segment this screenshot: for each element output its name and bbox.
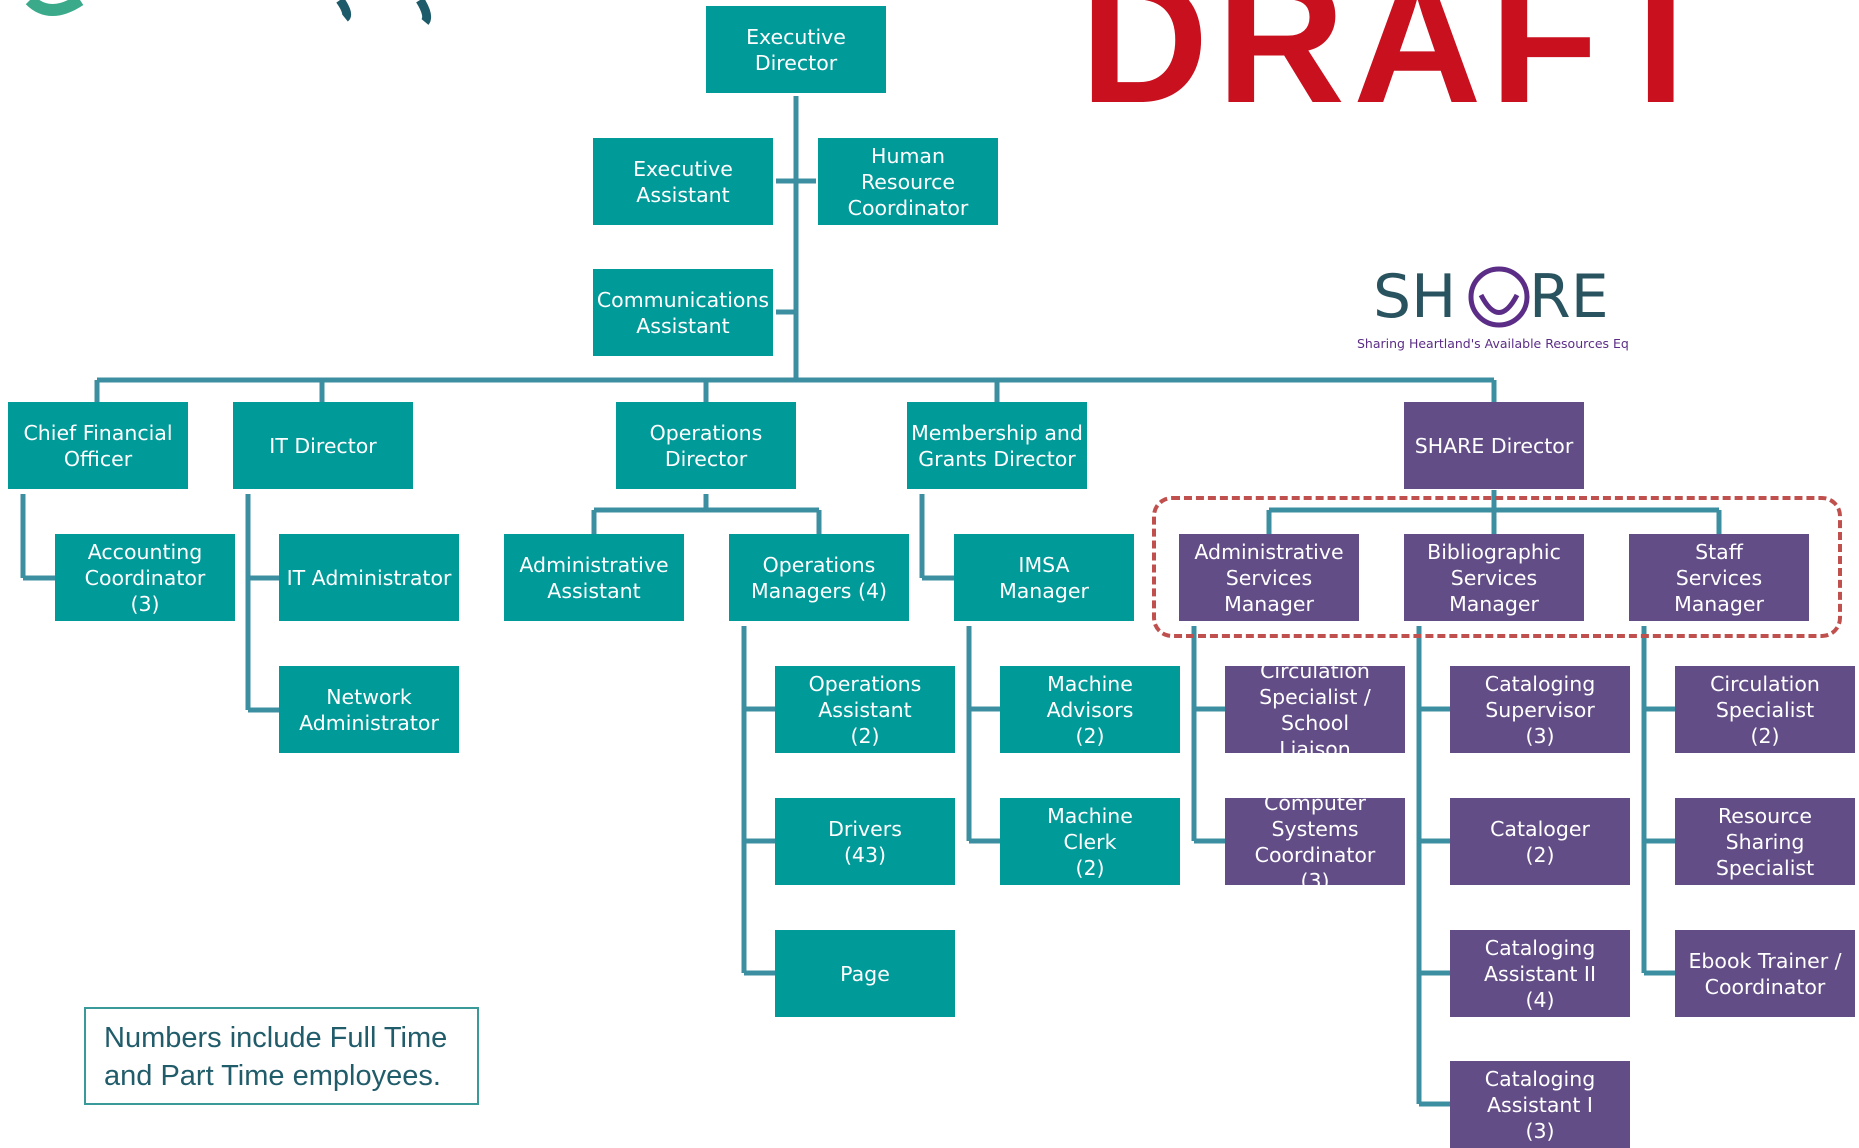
node-cataloging-assistant-1: Cataloging Assistant I (3) [1450,1061,1630,1148]
node-operations-director: Operations Director [616,402,796,489]
share-logo-tagline: Sharing Heartland's Available Resources … [1357,336,1629,351]
share-logo: SH RE Sharing Heartland's Available Reso… [1357,262,1629,351]
node-executive-assistant: Executive Assistant [593,138,773,225]
node-circulation-specialist: Circulation Specialist (2) [1675,666,1855,753]
node-administrative-assistant: Administrative Assistant [504,534,684,621]
node-it-administrator: IT Administrator [279,534,459,621]
node-it-director: IT Director [233,402,413,489]
node-admin-services-manager: Administrative Services Manager [1179,534,1359,621]
share-logo-re: RE [1529,262,1609,332]
node-drivers: Drivers (43) [775,798,955,885]
node-cataloging-assistant-2: Cataloging Assistant II (4) [1450,930,1630,1017]
node-staff-services-manager: Staff Services Manager [1629,534,1809,621]
share-managers-group-outline [1152,496,1842,638]
node-resource-sharing-specialist: Resource Sharing Specialist [1675,798,1855,885]
share-logo-sh: SH [1373,262,1456,332]
node-machine-advisors: Machine Advisors (2) [1000,666,1180,753]
draft-watermark: DRAFT [1080,0,1724,140]
node-network-administrator: Network Administrator [279,666,459,753]
node-cfo: Chief Financial Officer [8,402,188,489]
node-cataloger: Cataloger (2) [1450,798,1630,885]
employee-count-note: Numbers include Full Time and Part Time … [84,1007,479,1105]
node-computer-systems-coordinator: Computer Systems Coordinator (3) [1225,791,1405,893]
node-hr-coordinator: Human Resource Coordinator [818,138,998,225]
node-page: Page [775,930,955,1017]
node-machine-clerk: Machine Clerk (2) [1000,798,1180,885]
node-bib-services-manager: Bibliographic Services Manager [1404,534,1584,621]
node-ebook-trainer: Ebook Trainer / Coordinator [1675,930,1855,1017]
node-accounting-coordinator: Accounting Coordinator (3) [55,534,235,621]
node-operations-managers: Operations Managers (4) [729,534,909,621]
node-membership-director: Membership and Grants Director [907,402,1087,489]
node-executive-director: Executive Director [706,6,886,93]
node-communications-assistant: Communications Assistant [593,269,773,356]
node-circulation-specialist-school: Circulation Specialist / School Liaison [1225,659,1405,761]
node-imsa-manager: IMSA Manager [954,534,1134,621]
node-operations-assistant: Operations Assistant (2) [775,666,955,753]
organization-logo [25,0,432,25]
node-share-director: SHARE Director [1404,402,1584,489]
heart-hand-icon [1468,266,1530,328]
node-cataloging-supervisor: Cataloging Supervisor (3) [1450,666,1630,753]
